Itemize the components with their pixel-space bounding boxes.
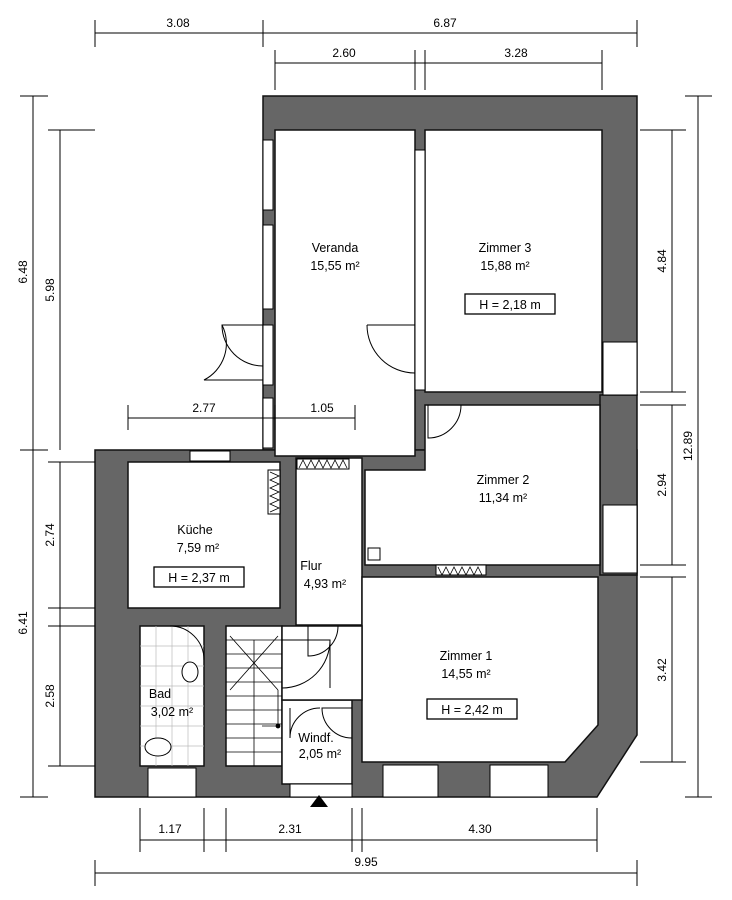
label-windf-area: 2,05 m²: [299, 747, 341, 761]
label-veranda-name: Veranda: [312, 241, 359, 255]
toilet-icon: [144, 737, 172, 757]
dim-left-inner-low: 2.58: [43, 684, 57, 708]
label-zimmer3-name: Zimmer 3: [479, 241, 532, 255]
chimney: [367, 547, 381, 561]
label-flur-area: 4,93 m²: [304, 577, 346, 591]
dim-left-outer-lower: 6.41: [16, 611, 30, 635]
dim-veranda-right: 1.05: [310, 401, 334, 415]
room-zimmer2: [364, 404, 601, 566]
windows: [147, 139, 638, 798]
label-kueche-height: H = 2,37 m: [168, 571, 230, 585]
label-bad-name: Bad: [149, 687, 171, 701]
label-zimmer1-name: Zimmer 1: [440, 649, 493, 663]
height-box-kueche: [153, 566, 245, 588]
rooms: [127, 129, 603, 785]
label-zimmer2-area: 11,34 m²: [479, 491, 527, 505]
room-zimmer1: [361, 576, 599, 763]
dim-bottom-3: 4.30: [468, 822, 492, 836]
label-windf-name: Windf.: [298, 731, 333, 745]
label-zimmer3-height: H = 2,18 m: [479, 298, 541, 312]
dimension-labels: 3.08 6.87 2.60 3.28 6.48 5.98 6.41 2.74 …: [16, 16, 695, 869]
height-box-zimmer3: [464, 293, 556, 315]
dim-bottom-total: 9.95: [354, 855, 378, 869]
label-veranda-area: 15,55 m²: [310, 259, 359, 273]
room-windfang: [281, 699, 353, 785]
room-hall-lower: [281, 625, 363, 701]
label-kueche-name: Küche: [177, 523, 212, 537]
dim-bottom-1: 1.17: [158, 822, 182, 836]
dim-left-outer-upper: 6.48: [16, 260, 30, 284]
room-zimmer3: [424, 129, 603, 393]
dim-bottom-2: 2.31: [278, 822, 302, 836]
room-veranda: [274, 129, 416, 457]
dim-top-inner-right: 3.28: [504, 46, 528, 60]
label-kueche-area: 7,59 m²: [177, 541, 219, 555]
dim-top-right: 6.87: [433, 16, 457, 30]
label-zimmer1-height: H = 2,42 m: [441, 703, 503, 717]
dim-right-upper: 4.84: [655, 249, 669, 273]
dim-right-mid: 2.94: [655, 473, 669, 497]
room-labels: Veranda 15,55 m² Zimmer 3 15,88 m² H = 2…: [149, 241, 541, 761]
doors: [169, 324, 462, 807]
height-box-zimmer1: [426, 698, 518, 720]
dim-veranda-left: 2.77: [192, 401, 216, 415]
label-zimmer1-area: 14,55 m²: [441, 667, 490, 681]
dim-left-inner-mid: 2.74: [43, 523, 57, 547]
dim-right-low: 3.42: [655, 658, 669, 682]
dim-top-inner-left: 2.60: [332, 46, 356, 60]
staircase: [226, 635, 282, 766]
label-zimmer3-area: 15,88 m²: [480, 259, 529, 273]
radiators: [267, 458, 487, 576]
dim-top-left: 3.08: [166, 16, 190, 30]
label-zimmer2-name: Zimmer 2: [477, 473, 530, 487]
label-flur-name: Flur: [300, 559, 322, 573]
dim-right-total: 12.89: [681, 431, 695, 461]
sink-icon: [181, 661, 199, 683]
label-bad-area: 3,02 m²: [151, 705, 193, 719]
room-flur: [295, 457, 363, 626]
dim-left-inner-upper: 5.98: [43, 278, 57, 302]
entrance-arrow-icon: [310, 795, 328, 807]
dimension-lines: [20, 20, 712, 886]
